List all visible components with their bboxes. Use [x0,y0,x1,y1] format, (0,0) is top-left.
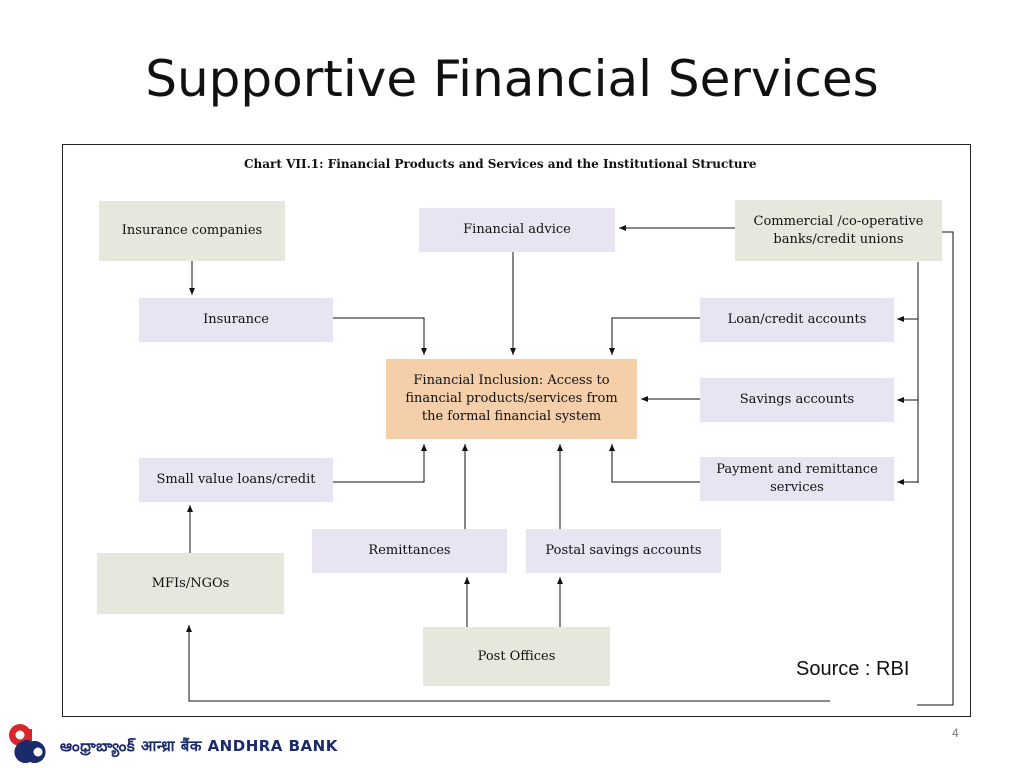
source-note: Source : RBI [796,658,910,680]
bank-name-logo-text: ఆంధ్రాబ్యాంక్ आन्ध्रा बैंक ANDHRA BANK [60,737,338,755]
box-insurance-companies: Insurance companies [99,201,285,261]
andhra-bank-logo-icon [9,724,46,763]
box-postal-savings: Postal savings accounts [526,529,721,573]
box-mfis-ngos: MFIs/NGOs [97,553,284,614]
arrow-loan-to-center [609,317,700,355]
box-insurance: Insurance [139,298,333,342]
box-financial-advice: Financial advice [419,208,615,252]
arrow-smallloans-to-center [333,444,427,483]
arrow-banks-to-mfis [186,625,830,702]
box-loan-credit-accounts: Loan/credit accounts [700,298,894,342]
slide-title: Supportive Financial Services [145,50,879,108]
box-post-offices: Post Offices [423,627,610,686]
box-savings-accounts: Savings accounts [700,378,894,422]
box-payment-remittance: Payment and remittance services [700,457,894,501]
chart-title: Chart VII.1: Financial Products and Serv… [244,157,757,171]
connector-banks-bracket [917,231,954,706]
page-number: 4 [952,726,959,740]
box-commercial-banks: Commercial /co-operative banks/credit un… [735,200,942,261]
diagram-frame [62,144,971,717]
arrow-insurance-to-center [333,317,427,355]
box-financial-inclusion: Financial Inclusion: Access to financial… [386,359,637,439]
box-remittances: Remittances [312,529,507,573]
arrow-payment-to-center [609,444,700,483]
box-small-value-loans: Small value loans/credit [139,458,333,502]
